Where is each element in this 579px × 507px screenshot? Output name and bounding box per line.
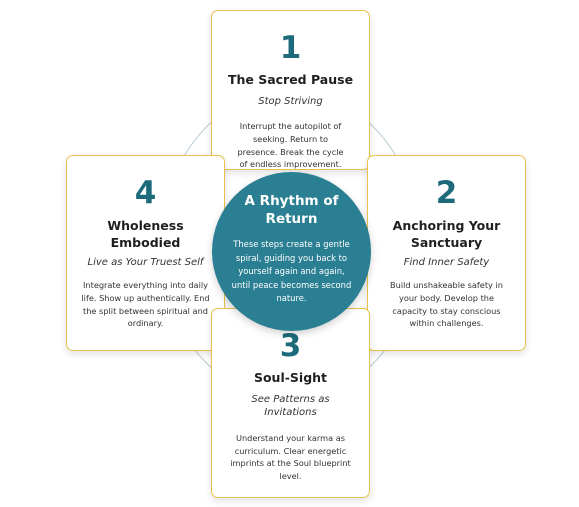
step-subtitle: Find Inner Safety (403, 256, 490, 268)
step-description: Understand your karma as curriculum. Cle… (230, 432, 351, 481)
step-title: Soul-Sight (253, 370, 328, 385)
step-card-4: 4 Wholeness Embodied Live as Your Truest… (66, 155, 225, 351)
step-title: Anchoring Your Sanctuary (392, 218, 501, 250)
step-card-3: 3 Soul-Sight See Patterns as Invitations… (211, 308, 370, 498)
step-description: Build unshakeable safety in your body. D… (390, 280, 503, 329)
step-title: The Sacred Pause (227, 72, 354, 87)
center-description: These steps create a gentle spiral, guid… (231, 239, 352, 304)
step-subtitle: Stop Striving (258, 95, 323, 107)
step-description: Interrupt the autopilot of seeking. Retu… (237, 121, 344, 170)
step-number: 4 (134, 175, 157, 211)
step-subtitle: See Patterns as Invitations (251, 393, 330, 419)
step-description: Integrate everything into daily life. Sh… (81, 280, 210, 329)
step-number: 1 (279, 30, 302, 66)
step-card-2: 2 Anchoring Your Sanctuary Find Inner Sa… (367, 155, 526, 351)
step-subtitle: Live as Your Truest Self (87, 256, 204, 268)
step-card-1: 1 The Sacred Pause Stop Striving Interru… (211, 10, 370, 170)
center-title: A Rhythm of Return (244, 193, 339, 228)
step-title: Wholeness Embodied (107, 218, 184, 250)
step-number: 2 (435, 175, 458, 211)
center-circle: A Rhythm of Return These steps create a … (212, 172, 371, 331)
step-number: 3 (279, 328, 302, 364)
